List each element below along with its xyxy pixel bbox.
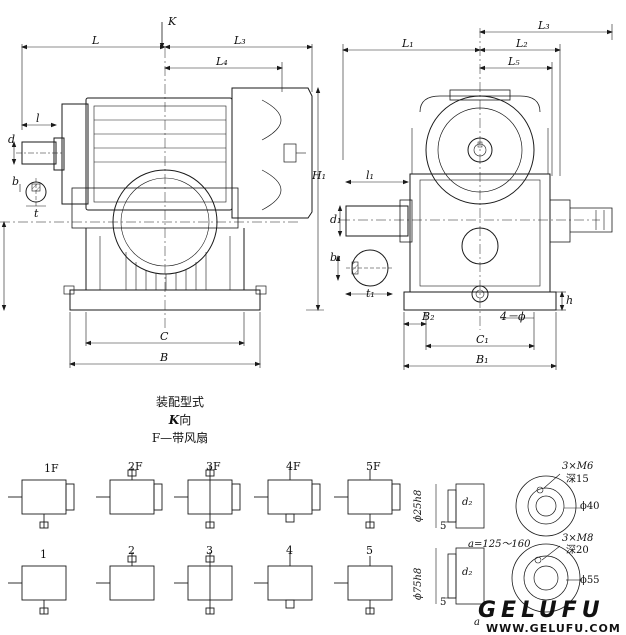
detail-top-dia: ϕ40 [580, 501, 600, 512]
arrangement-2F [96, 466, 163, 515]
detail-bottom-a: a [474, 617, 480, 628]
detail-top-d2: d₂ [462, 497, 473, 508]
label-L3-side: L₃ [538, 19, 550, 32]
arrangement-2 [96, 552, 155, 601]
detail-bottom-d2: d₂ [462, 567, 473, 578]
arrangement-3 [174, 552, 233, 615]
label-d: d [8, 133, 16, 146]
label-L: L [92, 34, 100, 47]
label-holes: 4－ϕ [500, 310, 526, 323]
detail-bottom-depth: 深20 [566, 545, 589, 556]
watermark-brand: GELUFU [478, 598, 605, 623]
arrangement-label-5F: 5F [366, 460, 381, 473]
label-B1: B₁ [476, 353, 489, 366]
label-h: h [566, 294, 574, 307]
arrangement-5F [334, 470, 401, 529]
label-C1: C₁ [476, 333, 489, 346]
arrangement-label-5: 5 [366, 544, 373, 557]
caption-k-view: K向 [0, 414, 360, 426]
arrangement-5 [334, 556, 393, 615]
label-H1: H₁ [312, 169, 327, 182]
arrangement-4 [254, 552, 313, 609]
caption-title: 装配型式 [155, 395, 204, 409]
shaft-detail-bottom [435, 543, 582, 613]
arrangement-label-3F: 3F [206, 460, 221, 473]
arrangement-label-3: 3 [206, 544, 213, 557]
label-d1: d₁ [330, 213, 342, 226]
watermark-url: WWW.GELUFU.COM [486, 622, 621, 635]
label-b: b [12, 175, 20, 188]
arrangement-label-4: 4 [286, 544, 293, 557]
arrangement-1 [8, 565, 67, 615]
detail-top-five: 5 [440, 521, 447, 532]
detail-bottom-dia: ϕ55 [580, 575, 600, 586]
label-L2: L₂ [516, 37, 528, 50]
label-l: l [36, 112, 40, 125]
front-view [0, 22, 324, 368]
label-B2: B₂ [422, 310, 435, 323]
arrangement-label-2: 2 [128, 544, 135, 557]
detail-bottom-five: 5 [440, 597, 447, 608]
caption-k-letter: K [168, 413, 180, 427]
detail-top-bolt: 3×M6 [562, 461, 594, 472]
detail-bottom-shaft-dia: ϕ75h8 [413, 567, 424, 600]
label-L5: L₅ [508, 55, 520, 68]
caption-k-suffix: 向 [179, 413, 192, 427]
detail-top-depth: 深15 [566, 474, 589, 485]
arrangement-label-4F: 4F [286, 460, 301, 473]
label-L4: L₄ [216, 55, 228, 68]
label-L1: L₁ [402, 37, 414, 50]
arrangement-label-2F: 2F [128, 460, 143, 473]
arrangement-label-1: 1 [40, 548, 47, 561]
arrangement-1F [8, 479, 75, 529]
arrangement-icons [8, 466, 401, 615]
label-L3-front: L₃ [234, 34, 246, 47]
side-view [335, 24, 613, 370]
arrangement-3F [174, 466, 241, 529]
detail-bottom-bolt: 3×M8 [562, 533, 594, 544]
detail-top-shaft-dia: ϕ25h8 [413, 489, 424, 522]
shaft-detail-top [435, 473, 582, 537]
label-l1: l₁ [366, 169, 374, 182]
label-t: t [34, 207, 39, 220]
label-t1: t₁ [366, 287, 375, 300]
arrangement-label-1F: 1F [44, 462, 59, 475]
label-b1: b₁ [330, 251, 342, 264]
arrangement-4F [254, 466, 321, 523]
label-C: C [160, 330, 169, 343]
caption-legend: F—带风扇 [151, 431, 209, 445]
label-k-view: K [168, 15, 177, 28]
label-B: B [160, 351, 169, 364]
detail-bottom-range: a=125～160 [468, 539, 531, 550]
